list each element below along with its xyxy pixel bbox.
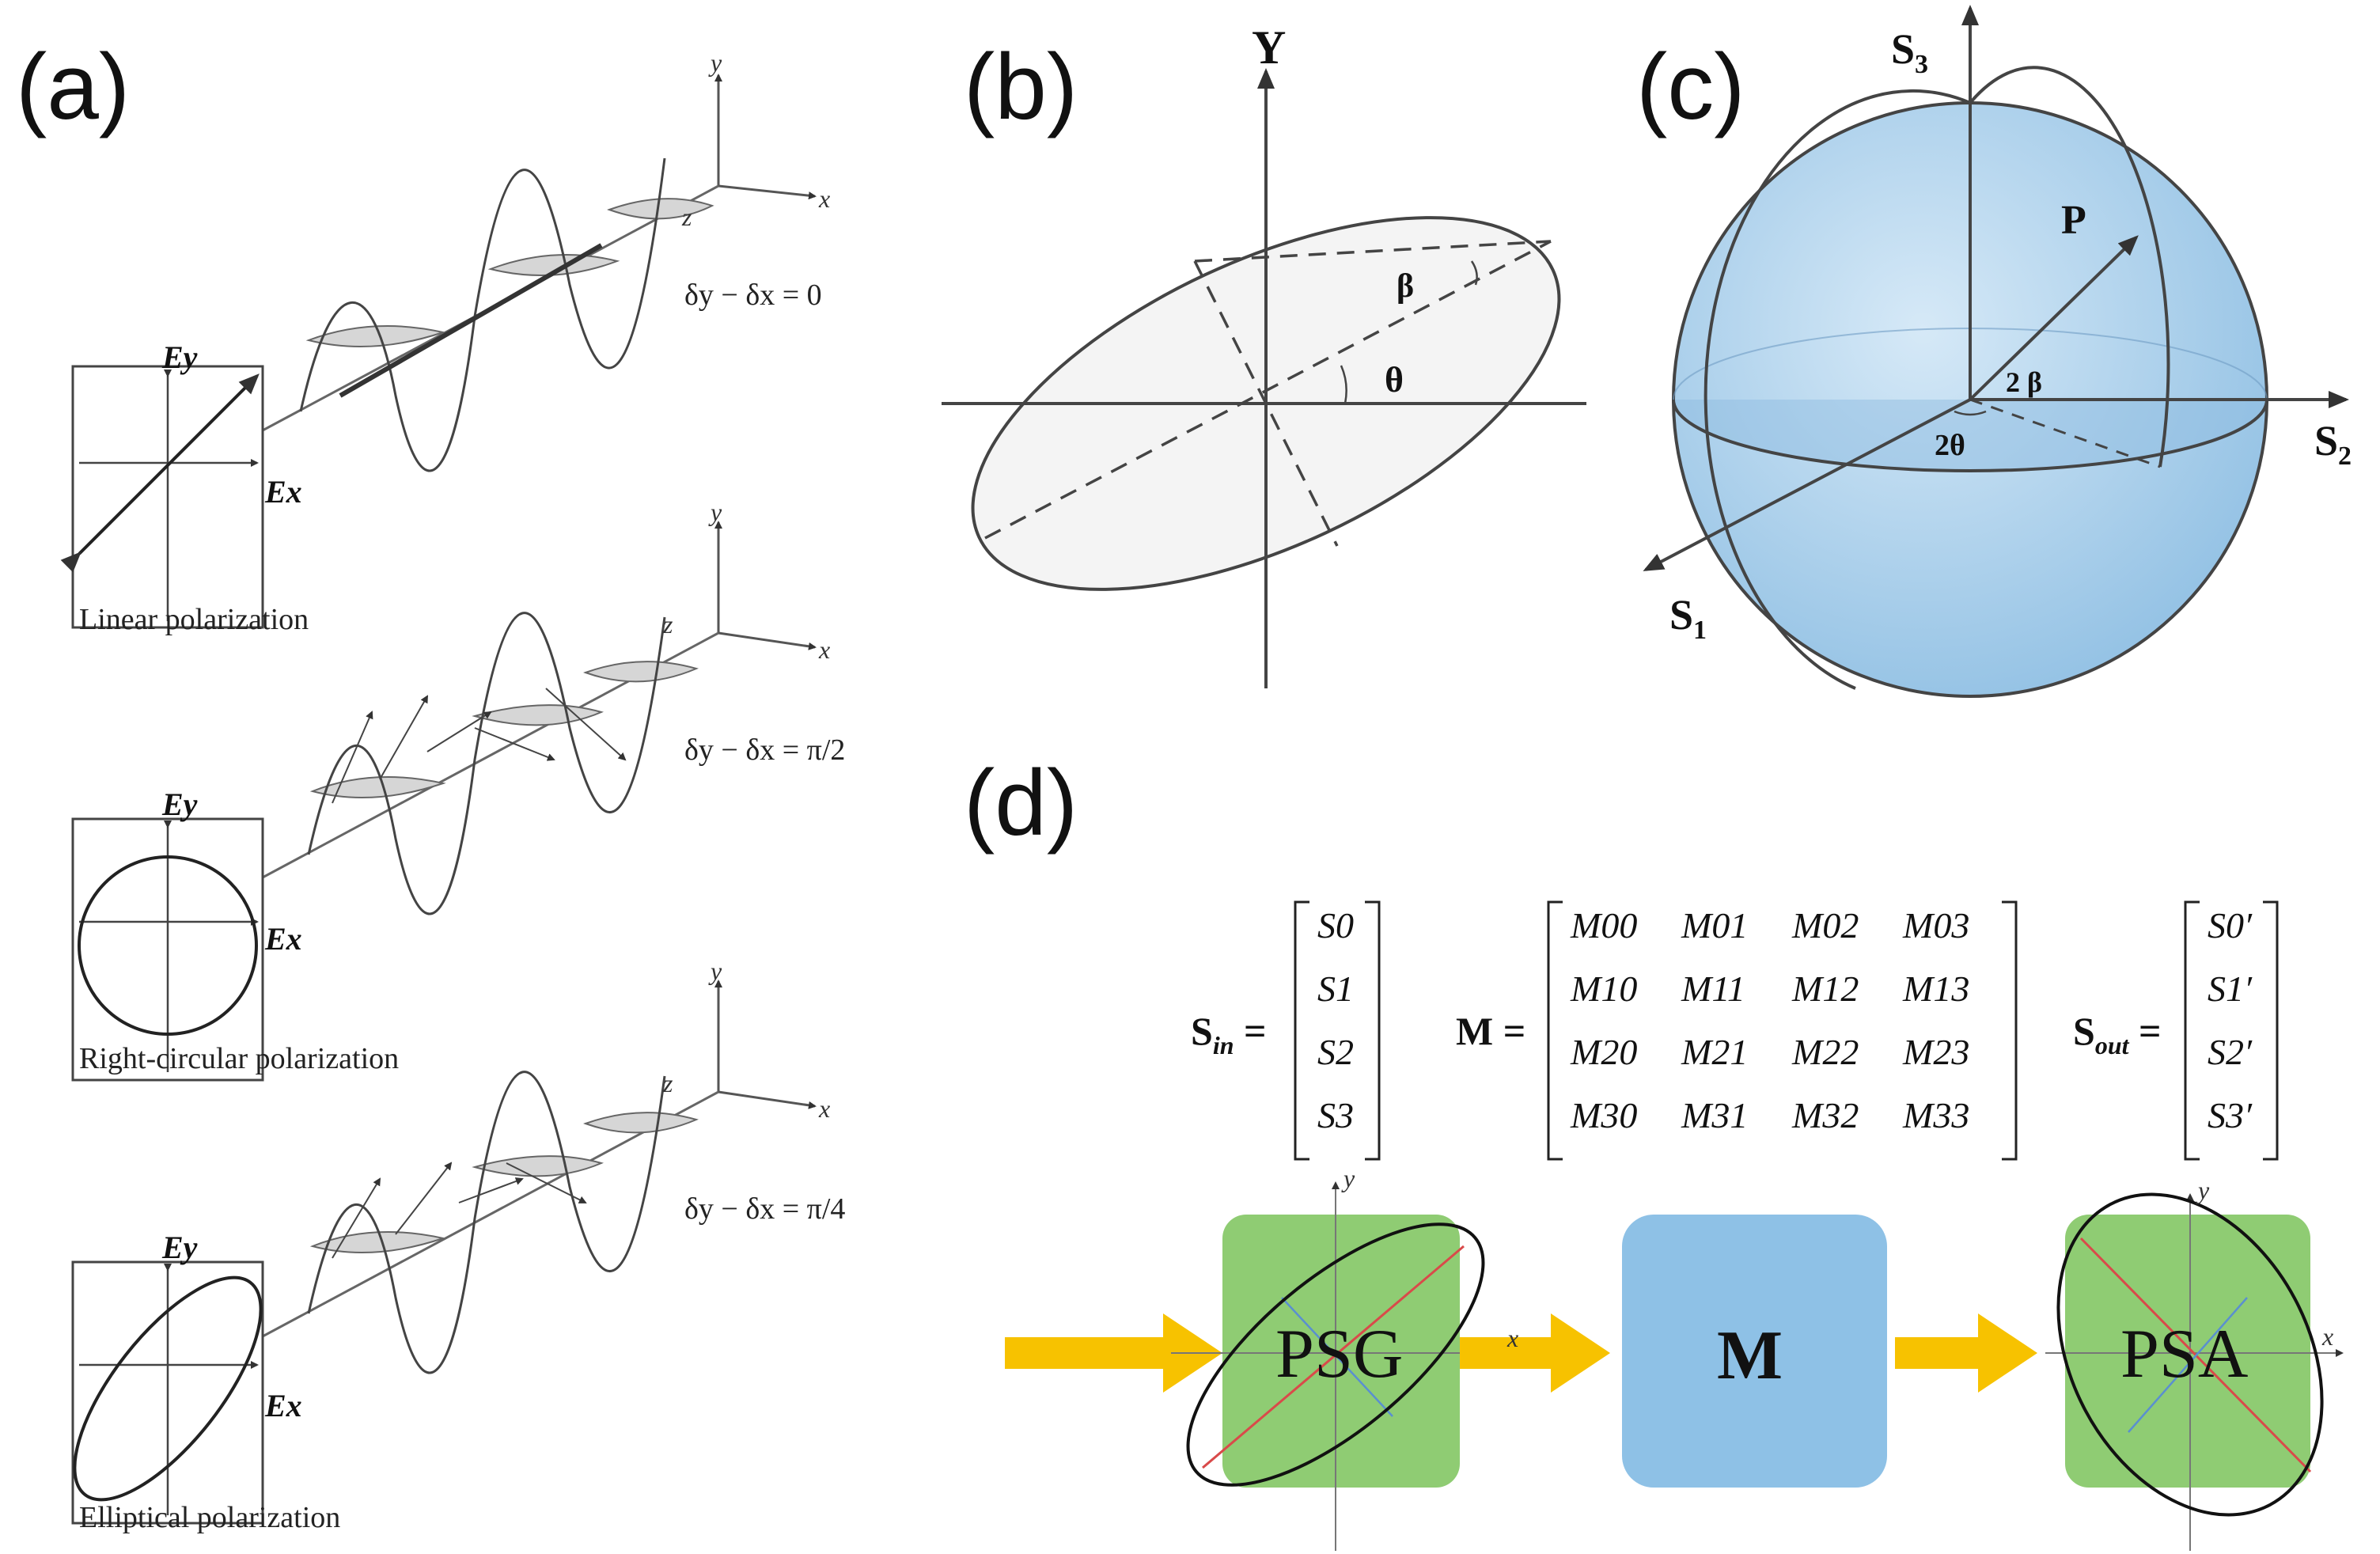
sin-element: S2 [1317,1032,1354,1072]
caption-linear: Linear polarization [79,603,309,636]
matrix-element: M02 [1791,905,1859,946]
psg-axis-y: y [1341,1164,1355,1192]
axis-z-label: z [662,610,673,639]
wave-row-linear [60,74,817,629]
matrix-element: M00 [1570,905,1637,946]
s1-label: S1 [1669,591,1707,645]
beta-label: β [1397,268,1414,305]
stokes-in-vector: Sin = S0 S1 S2 S3 [1191,900,1381,1161]
matrix-element: M30 [1570,1095,1637,1135]
m-label: M = [1456,1009,1525,1053]
matrix-element: M11 [1681,968,1745,1009]
matrix-element: M21 [1681,1032,1748,1072]
axis-z-label: z [681,203,692,231]
sin-element: S3 [1317,1095,1354,1135]
sin-element: S0 [1317,905,1354,946]
matrix-element: M01 [1681,905,1748,946]
ex-label: Ex [264,474,302,510]
ey-label: Ey [161,786,198,822]
matrix-element: M33 [1902,1095,1969,1135]
sout-element: S2′ [2208,1032,2253,1072]
panel-label-a: (a) [16,35,130,139]
stokes-out-vector: Sout = S0′ S1′ S2′ S3′ [2073,900,2279,1161]
panel-label-d: (d) [964,751,1078,855]
theta-label: θ [1385,359,1404,400]
matrix-element: M22 [1791,1032,1859,1072]
axis-x-label: x [818,1094,830,1123]
sout-element: S3′ [2208,1095,2253,1135]
phase-label: δy − δx = π/2 [684,733,845,767]
matrix-element: M32 [1791,1095,1859,1135]
sin-element: S1 [1317,968,1354,1009]
wave-row-circular [71,521,817,1082]
psa-label: PSA [2120,1316,2248,1393]
matrix-element: M12 [1791,968,1859,1009]
two-theta-label: 2θ [1935,429,1965,462]
axis-y-label: y [708,498,722,526]
axis-x-label: x [818,635,830,664]
sout-label: Sout = [2073,1009,2162,1059]
optical-train [1005,1181,2344,1551]
matrix-element: M13 [1902,968,1969,1009]
m-box-label: M [1717,1317,1783,1394]
matrix-element: M23 [1902,1032,1969,1072]
psa-axis-x: x [2321,1322,2333,1351]
axis-x-label: x [818,184,830,213]
wave-row-elliptical [71,980,817,1525]
caption-elliptical: Elliptical polarization [79,1501,340,1534]
matrix-element: M10 [1570,968,1637,1009]
s2-label: S2 [2314,417,2352,471]
axis-y-label: y [708,957,722,985]
ey-label: Ey [161,339,198,375]
matrix-element: M31 [1681,1095,1748,1135]
panel-label-b: (b) [964,35,1078,139]
phase-label: δy − δx = π/4 [684,1192,845,1226]
polarization-ellipse-diagram [942,68,1586,688]
sout-element: S0′ [2208,905,2253,946]
psa-axis-y: y [2196,1176,2210,1204]
ey-label: Ey [161,1230,198,1265]
phase-label: δy − δx = 0 [684,279,822,312]
poincare-sphere [1643,5,2349,698]
ex-label: Ex [264,1388,302,1423]
axis-y-label: y [708,48,722,77]
matrix-element: M03 [1902,905,1969,946]
psg-axis-x: x [1506,1324,1518,1352]
two-beta-label: 2 β [2006,366,2042,398]
ex-label: Ex [264,921,302,957]
axis-y-label: Y [1252,21,1286,74]
psg-label: PSG [1275,1316,1403,1393]
sout-element: S1′ [2208,968,2253,1009]
sin-label: Sin = [1191,1009,1267,1059]
p-label: P [2061,198,2086,243]
matrix-element: M20 [1570,1032,1637,1072]
caption-circular: Right-circular polarization [79,1042,399,1075]
panel-label-c: (c) [1636,35,1745,139]
s3-label: S3 [1891,25,1928,79]
axis-z-label: z [662,1069,673,1097]
